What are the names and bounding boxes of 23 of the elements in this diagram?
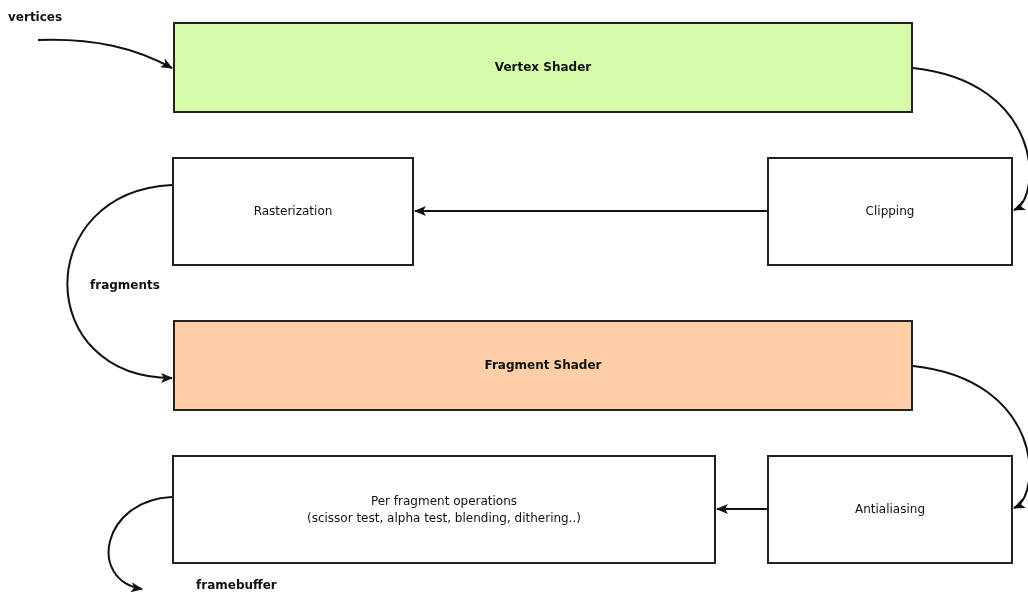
- arrow: [107, 496, 173, 591]
- stage-description: (scissor test, alpha test, blending, dithering..): [306, 509, 582, 527]
- arrow: [66, 184, 173, 382]
- stage-label: Rasterization: [253, 203, 333, 220]
- process-box: [767, 157, 1013, 266]
- flow-label: framebuffer: [196, 578, 277, 592]
- process-box: [767, 455, 1013, 564]
- arrow: [37, 38, 173, 69]
- stage-label: Fragment Shader: [484, 357, 602, 374]
- stage-label: Antialiasing: [854, 501, 925, 518]
- arrow: [912, 67, 1028, 211]
- process-box: [172, 157, 414, 266]
- flow-label: vertices: [8, 10, 63, 24]
- shader-stage-box: [173, 320, 913, 411]
- shader-stage-box: [173, 22, 913, 113]
- arrow: [716, 504, 768, 514]
- arrow: [414, 206, 768, 216]
- stage-label: Clipping: [865, 203, 915, 220]
- edge-label: fragments: [90, 278, 160, 292]
- stage-label: Vertex Shader: [494, 59, 592, 76]
- stage-label: Per fragment operations: [370, 492, 518, 510]
- process-box: [172, 455, 716, 564]
- arrow: [912, 365, 1028, 509]
